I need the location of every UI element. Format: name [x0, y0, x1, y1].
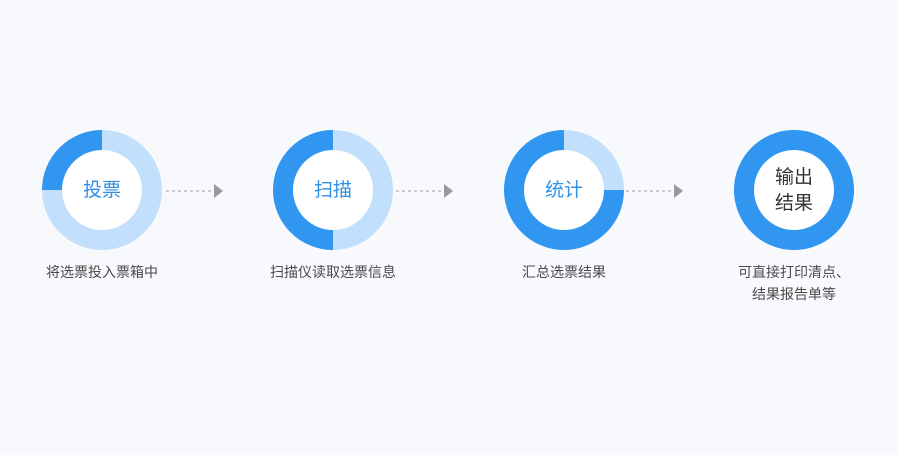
progress-ring — [734, 130, 854, 250]
connector-arrow — [166, 184, 223, 198]
step-caption-line: 可直接打印清点、 — [738, 265, 850, 281]
step-label-line: 结果 — [774, 192, 813, 214]
step-label: 投票 — [82, 179, 121, 201]
step-label: 统计 — [544, 179, 583, 201]
step-label: 扫描 — [313, 179, 352, 201]
connector-arrow — [396, 184, 453, 198]
ring-center — [293, 150, 373, 230]
step-label: 输出 结果 — [754, 150, 834, 230]
step-caption: 可直接打印清点、 结果报告单等 — [694, 262, 894, 306]
ring-center — [62, 150, 142, 230]
ring-center — [754, 150, 834, 230]
step-caption: 汇总选票结果 — [522, 265, 606, 281]
progress-ring — [42, 130, 162, 250]
progress-ring — [504, 130, 624, 250]
step-label-line: 输出 — [774, 166, 813, 188]
step-output: 输出 结果 — [734, 130, 854, 250]
step-caption-line: 结果报告单等 — [752, 287, 836, 303]
connector-arrow — [626, 184, 683, 198]
step-vote: 投票 — [42, 130, 162, 250]
step-caption: 扫描仪读取选票信息 — [270, 265, 396, 281]
ring-center — [524, 150, 604, 230]
step-tally: 统计 — [504, 130, 624, 250]
step-caption: 将选票投入票箱中 — [46, 265, 158, 281]
progress-ring — [273, 130, 393, 250]
step-scan: 扫描 — [273, 130, 393, 250]
